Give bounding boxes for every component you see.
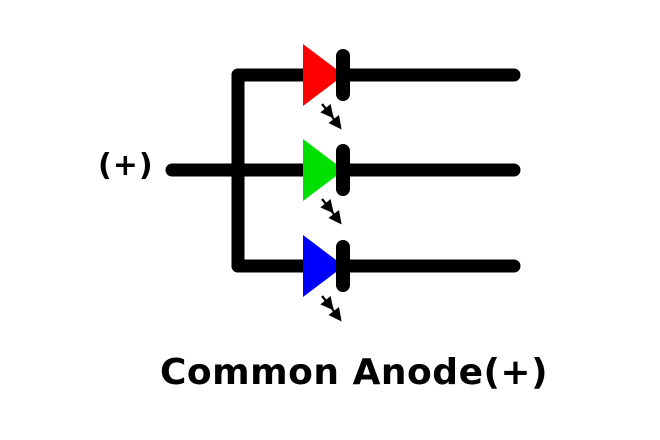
emission-arrows-middle: [320, 198, 342, 225]
diagram-caption: Common Anode(+): [160, 352, 549, 393]
red-led-triangle: [303, 44, 344, 106]
emission-arrows-bottom: [320, 295, 342, 322]
emission-arrows-top: [320, 103, 342, 130]
blue-led-triangle: [303, 235, 344, 297]
green-led-triangle: [303, 139, 344, 201]
positive-terminal-label: (+): [98, 148, 154, 183]
